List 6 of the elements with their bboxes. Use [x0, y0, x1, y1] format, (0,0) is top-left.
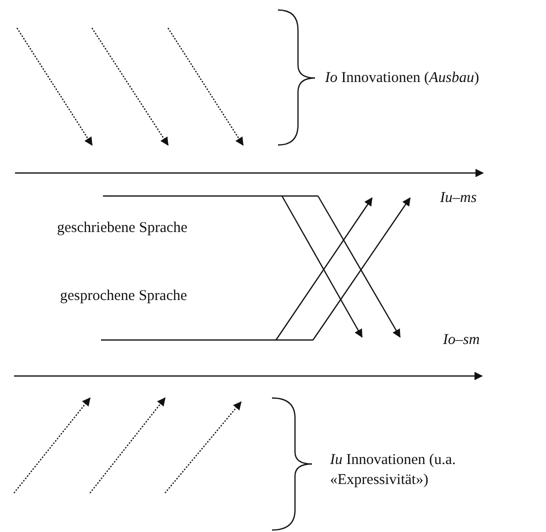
label: geschriebene Sprache [57, 219, 188, 238]
label: Io Innovationen (Ausbau) [325, 69, 480, 88]
label: gesprochene Sprache [60, 287, 188, 306]
label: Iu Innovationen (u.a. «Expressivität») [330, 451, 457, 490]
label: Io–sm [443, 331, 480, 350]
label: Iu–ms [440, 189, 477, 208]
